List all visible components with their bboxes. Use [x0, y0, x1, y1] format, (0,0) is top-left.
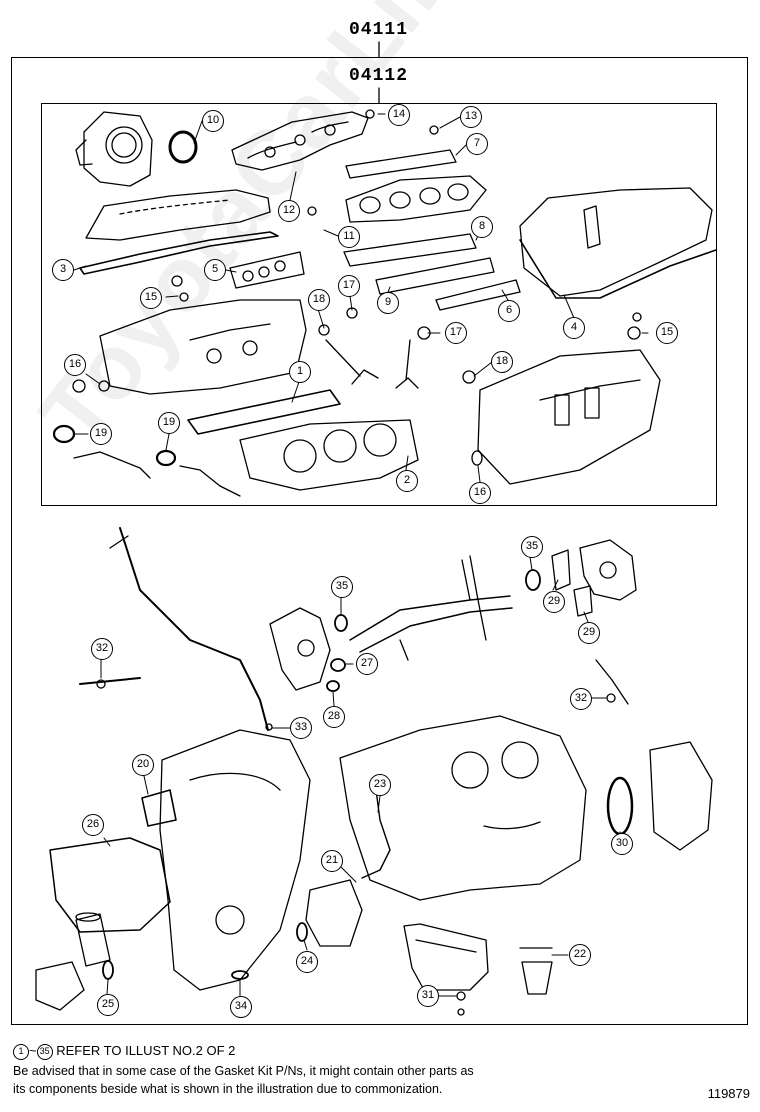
ref-start-circle: 1 [13, 1043, 29, 1060]
callout-23: 23 [369, 774, 391, 796]
oil-strainer-drawing [519, 947, 553, 995]
callout-10: 10 [202, 110, 224, 132]
oil-filter-drawing [75, 912, 111, 967]
part-8-gasket [343, 233, 477, 267]
callout-18a: 18 [308, 289, 330, 311]
throttle-body-drawing [75, 111, 153, 187]
callout-24: 24 [296, 951, 318, 973]
callout-5: 5 [204, 259, 226, 281]
valve-right-drawing [395, 339, 419, 389]
callout-32b: 32 [570, 688, 592, 710]
callout-8: 8 [471, 216, 493, 238]
exhaust-pipe-left-drawing [73, 451, 151, 479]
ref-separator: ~ [29, 1043, 37, 1058]
callout-17a: 17 [338, 275, 360, 297]
callout-12: 12 [278, 200, 300, 222]
callout-15b: 15 [656, 322, 678, 344]
callout-16b: 16 [469, 482, 491, 504]
reference-note: 1~35 REFER TO ILLUST NO.2 OF 2 [13, 1043, 235, 1060]
valve-left-drawing [325, 339, 379, 385]
callout-35a: 35 [521, 536, 543, 558]
callout-2: 2 [396, 470, 418, 492]
ref-end-circle: 35 [36, 1043, 53, 1060]
illustration-id: 119879 [707, 1086, 750, 1101]
kit-number-04111: 04111 [349, 20, 409, 40]
advisory-line-1: Be advised that in some case of the Gask… [13, 1064, 474, 1078]
callout-29b: 29 [578, 622, 600, 644]
cylinder-head-cover-left-drawing [85, 189, 271, 241]
callout-6: 6 [498, 300, 520, 322]
callout-22: 22 [569, 944, 591, 966]
part-4-gasket [519, 239, 717, 299]
callout-21: 21 [321, 850, 343, 872]
callout-13: 13 [460, 106, 482, 128]
part-5-gasket [229, 251, 305, 289]
oil-pump-drawing [305, 879, 363, 947]
callout-9: 9 [377, 292, 399, 314]
cylinder-block-drawing [339, 715, 587, 901]
callout-34: 34 [230, 996, 252, 1018]
exhaust-pipe-right-drawing [179, 465, 241, 497]
callout-25: 25 [97, 994, 119, 1016]
part-6-gasket [435, 279, 521, 311]
rear-oil-seal-retainer-drawing [649, 741, 713, 851]
intake-manifold-lower-drawing [345, 175, 487, 223]
part-20-gasket [141, 789, 177, 827]
part-7-gasket [345, 149, 457, 179]
callout-31: 31 [417, 985, 439, 1007]
callout-33: 33 [290, 717, 312, 739]
callout-29a: 29 [543, 591, 565, 613]
callout-11: 11 [338, 226, 360, 248]
callout-14: 14 [388, 104, 410, 126]
ref-text: REFER TO ILLUST NO.2 OF 2 [56, 1043, 236, 1058]
callout-20: 20 [132, 754, 154, 776]
callout-7: 7 [466, 133, 488, 155]
callout-26: 26 [82, 814, 104, 836]
advisory-line-2: its components beside what is shown in t… [13, 1082, 443, 1096]
callout-1: 1 [289, 361, 311, 383]
callout-4: 4 [563, 317, 585, 339]
cylinder-head-left-drawing [99, 299, 307, 395]
intake-plenum-drawing [231, 111, 369, 171]
water-bypass-pipe-drawing [349, 595, 513, 653]
part-10-gasket-ring [168, 130, 198, 164]
callout-18b: 18 [491, 351, 513, 373]
part-2-gasket [239, 419, 419, 491]
oil-pan-drawing [403, 923, 489, 991]
part-30-seal [606, 776, 634, 836]
callout-28: 28 [323, 706, 345, 728]
kit-04111-frame [11, 57, 748, 1025]
callout-3: 3 [52, 259, 74, 281]
callout-15a: 15 [140, 287, 162, 309]
cylinder-head-right-drawing [477, 349, 661, 485]
callout-35b: 35 [331, 576, 353, 598]
part-1-gasket [187, 389, 341, 435]
timing-chain-cover-drawing [159, 729, 311, 991]
part-26-gasket [49, 837, 171, 933]
callout-19b: 19 [158, 412, 180, 434]
callout-16a: 16 [64, 354, 86, 376]
callout-32a: 32 [91, 638, 113, 660]
water-outlet-drawing [269, 607, 331, 691]
cylinder-head-cover-right-drawing [519, 187, 713, 297]
callout-19a: 19 [90, 423, 112, 445]
callout-30: 30 [611, 833, 633, 855]
part-9-gasket [375, 257, 495, 295]
kit-number-04112: 04112 [349, 66, 409, 86]
callout-17b: 17 [445, 322, 467, 344]
part-3-gasket [79, 231, 279, 275]
thermostat-housing-drawing [579, 539, 637, 601]
callout-27: 27 [356, 653, 378, 675]
dipstick-tube-drawing [119, 527, 269, 731]
